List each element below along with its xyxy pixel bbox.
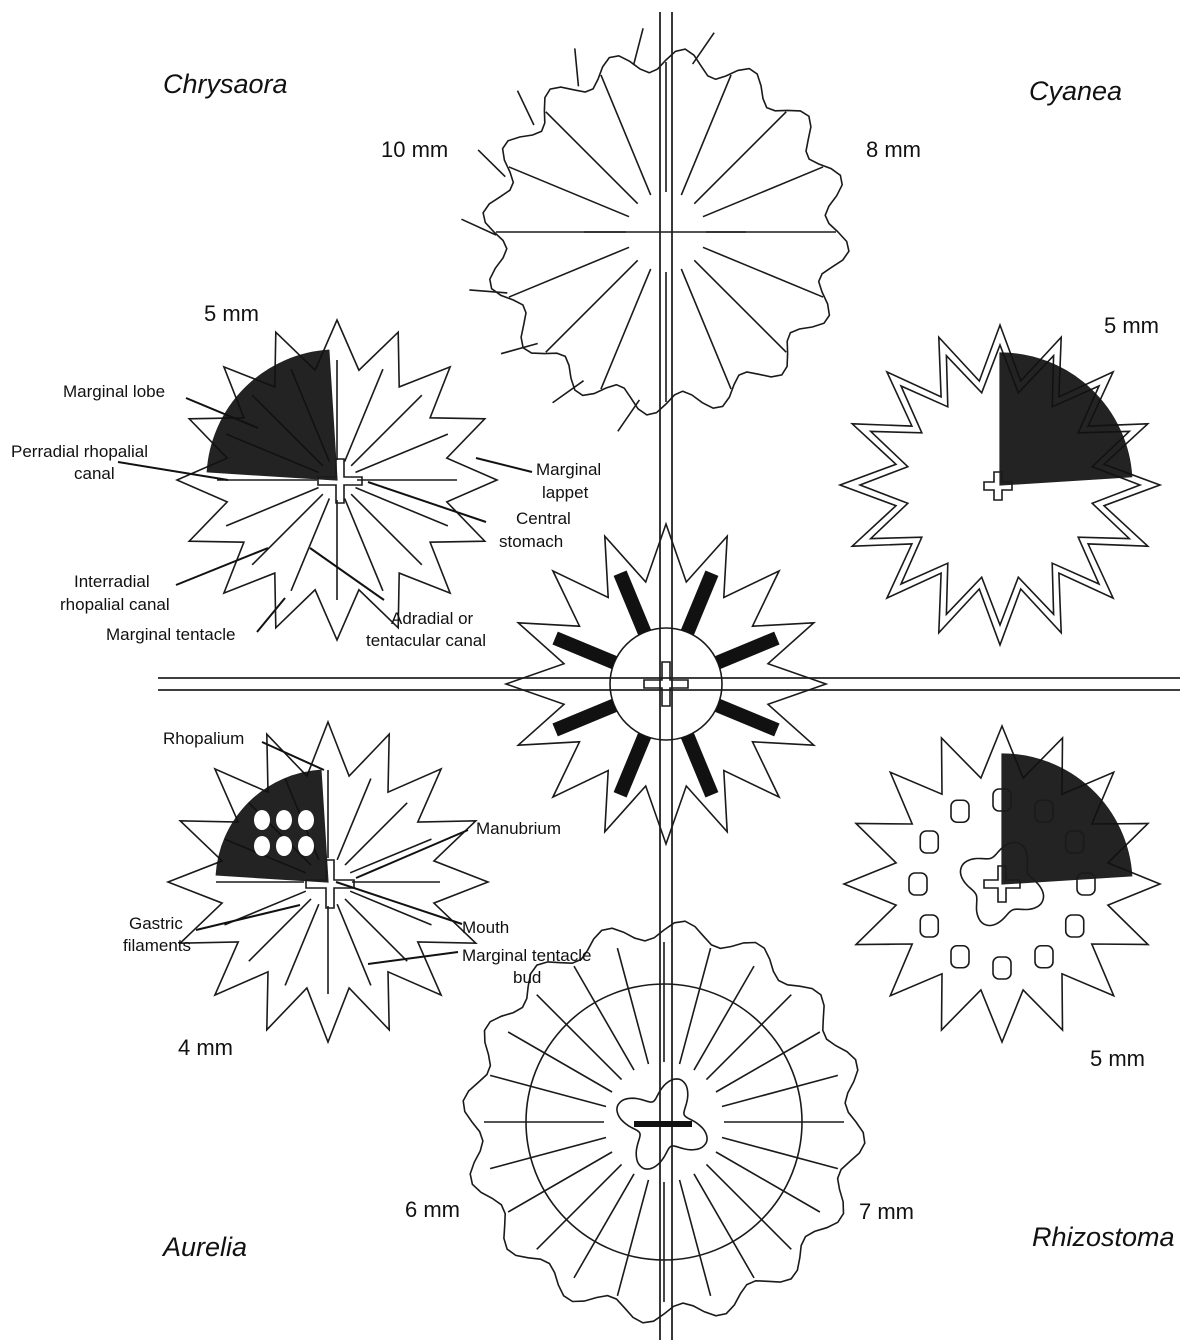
genus-cyanea: Cyanea	[1029, 76, 1122, 106]
size-rhizostoma-bottom: 7 mm	[859, 1199, 914, 1224]
label-perradial-canal-line1: Perradial rhopalial	[11, 442, 148, 461]
size-chrysaora-ephyra: 5 mm	[204, 301, 259, 326]
genus-aurelia: Aurelia	[161, 1232, 247, 1262]
leader-marginal-tentacle	[257, 598, 285, 632]
leader-mouth	[336, 882, 462, 924]
label-rhopalium: Rhopalium	[163, 729, 244, 748]
leader-interradial-canal	[176, 548, 268, 585]
label-adradial-canal-line2: tentacular canal	[366, 631, 486, 650]
label-gastric-filaments-line2: filaments	[123, 936, 191, 955]
chrysaora-medusa-drawing	[461, 28, 848, 431]
aurelia-ephyra-drawing	[168, 722, 488, 1042]
size-cyanea-ephyra: 5 mm	[1104, 313, 1159, 338]
quadrant-dividers	[158, 12, 1180, 1340]
label-marginal-lappet-line2: lappet	[542, 483, 589, 502]
label-marginal-tentacle: Marginal tentacle	[106, 625, 235, 644]
size-cyanea-top: 8 mm	[866, 137, 921, 162]
label-marginal-lappet-line1: Marginal	[536, 460, 601, 479]
size-aurelia-ephyra: 4 mm	[178, 1035, 233, 1060]
leader-marginal-lappet	[476, 458, 532, 472]
central-ephyra-drawing	[506, 524, 826, 844]
label-central-stomach-line1: Central	[516, 509, 571, 528]
size-aurelia-bottom: 6 mm	[405, 1197, 460, 1222]
size-rhizostoma-ephyra: 5 mm	[1090, 1046, 1145, 1071]
label-perradial-canal-line2: canal	[74, 464, 115, 483]
label-central-stomach-line2: stomach	[499, 532, 563, 551]
size-labels: 10 mm 8 mm 5 mm 5 mm 4 mm 5 mm 6 mm 7 mm	[178, 137, 1159, 1224]
leader-tentacle-bud	[368, 952, 458, 964]
label-tentacle-bud-line2: bud	[513, 968, 541, 987]
leader-central-stomach	[368, 482, 486, 522]
label-interradial-canal-line2: rhopalial canal	[60, 595, 170, 614]
cyanea-ephyra-drawing	[840, 325, 1160, 645]
size-chrysaora-top: 10 mm	[381, 137, 448, 162]
label-adradial-canal-line1: Adradial or	[391, 609, 474, 628]
label-interradial-canal-line1: Interradial	[74, 572, 150, 591]
label-gastric-filaments-line1: Gastric	[129, 914, 183, 933]
label-manubrium: Manubrium	[476, 819, 561, 838]
label-mouth: Mouth	[462, 918, 509, 937]
label-marginal-lobe: Marginal lobe	[63, 382, 165, 401]
genus-rhizostoma: Rhizostoma	[1032, 1222, 1175, 1252]
leader-adradial-canal	[310, 548, 384, 600]
rhizostoma-ephyra-drawing	[844, 726, 1160, 1042]
medusa-drawings	[168, 28, 1160, 1323]
label-tentacle-bud-line1: Marginal tentacle	[462, 946, 591, 965]
genus-chrysaora: Chrysaora	[163, 69, 288, 99]
